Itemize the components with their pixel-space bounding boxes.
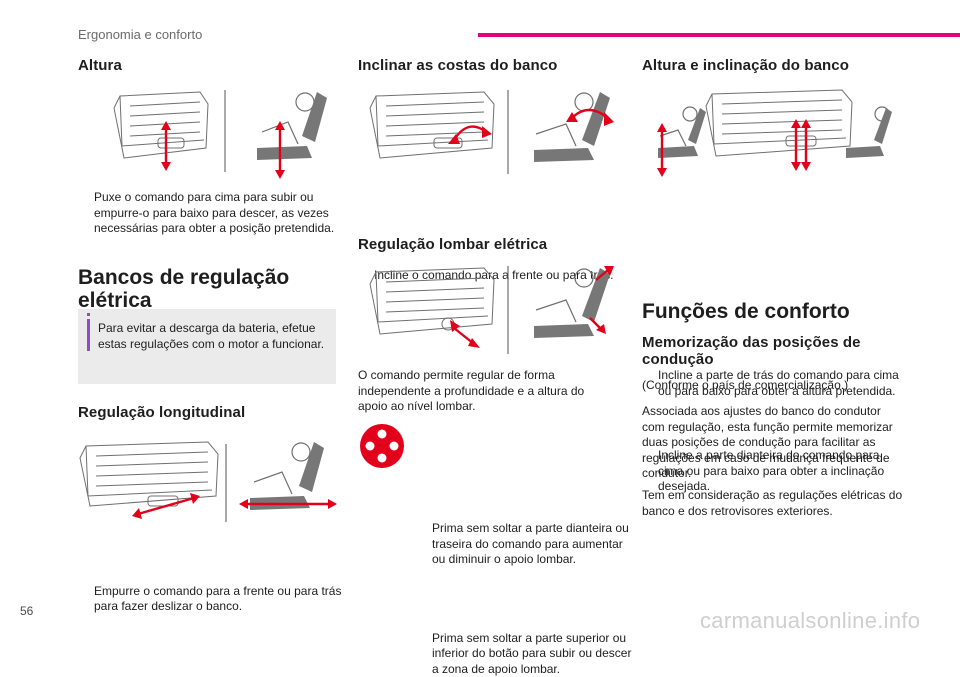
longitudinal-heading: Regulação longitudinal [78, 404, 245, 421]
seat-slide-illustration [78, 440, 334, 524]
altura-bullet: Puxe o comando para cima para subir ou e… [78, 190, 344, 237]
memorizacao-p2: Associada aos ajustes do banco do condut… [642, 404, 904, 482]
header-accent-bar [478, 33, 960, 37]
info-icon [87, 313, 90, 316]
lombar-bullet-2: Prima sem soltar a parte superior ou inf… [416, 631, 632, 677]
page-number: 56 [20, 604, 33, 618]
watermark: carmanualsonline.info [700, 608, 920, 634]
funcoes-heading: Funções de conforto [642, 300, 902, 323]
longitudinal-bullet: Empurre o comando para a frente ou para … [78, 584, 348, 615]
section-header: Ergonomia e conforto [78, 27, 202, 42]
memorizacao-p1: (Conforme o país de comercialização.) [642, 378, 902, 394]
altura-heading: Altura [78, 57, 122, 74]
seat-height-illustration [112, 88, 332, 174]
lombar-bullet-1: Prima sem soltar a parte dianteira ou tr… [416, 521, 632, 568]
inclinar-heading: Inclinar as costas do banco [358, 57, 557, 74]
lumbar-illustration [368, 264, 618, 354]
seat-height-tilt-illustration [650, 86, 890, 176]
battery-note: Para evitar a descarga da bateria, efetu… [78, 309, 336, 384]
memorizacao-heading: Memorização das posições de condução [642, 334, 892, 368]
memorizacao-p3: Tem em consideração as regulações elétri… [642, 488, 904, 519]
bancos-heading: Bancos de regulação elétrica [78, 266, 328, 312]
altura-inclinacao-heading: Altura e inclinação do banco [642, 57, 849, 74]
note-text: Para evitar a descarga da bateria, efetu… [98, 321, 334, 352]
seat-recline-illustration [368, 88, 618, 176]
lombar-heading: Regulação lombar elétrica [358, 236, 547, 253]
lombar-text: O comando permite regular de forma indep… [358, 368, 608, 415]
lumbar-control-icon [359, 423, 405, 469]
